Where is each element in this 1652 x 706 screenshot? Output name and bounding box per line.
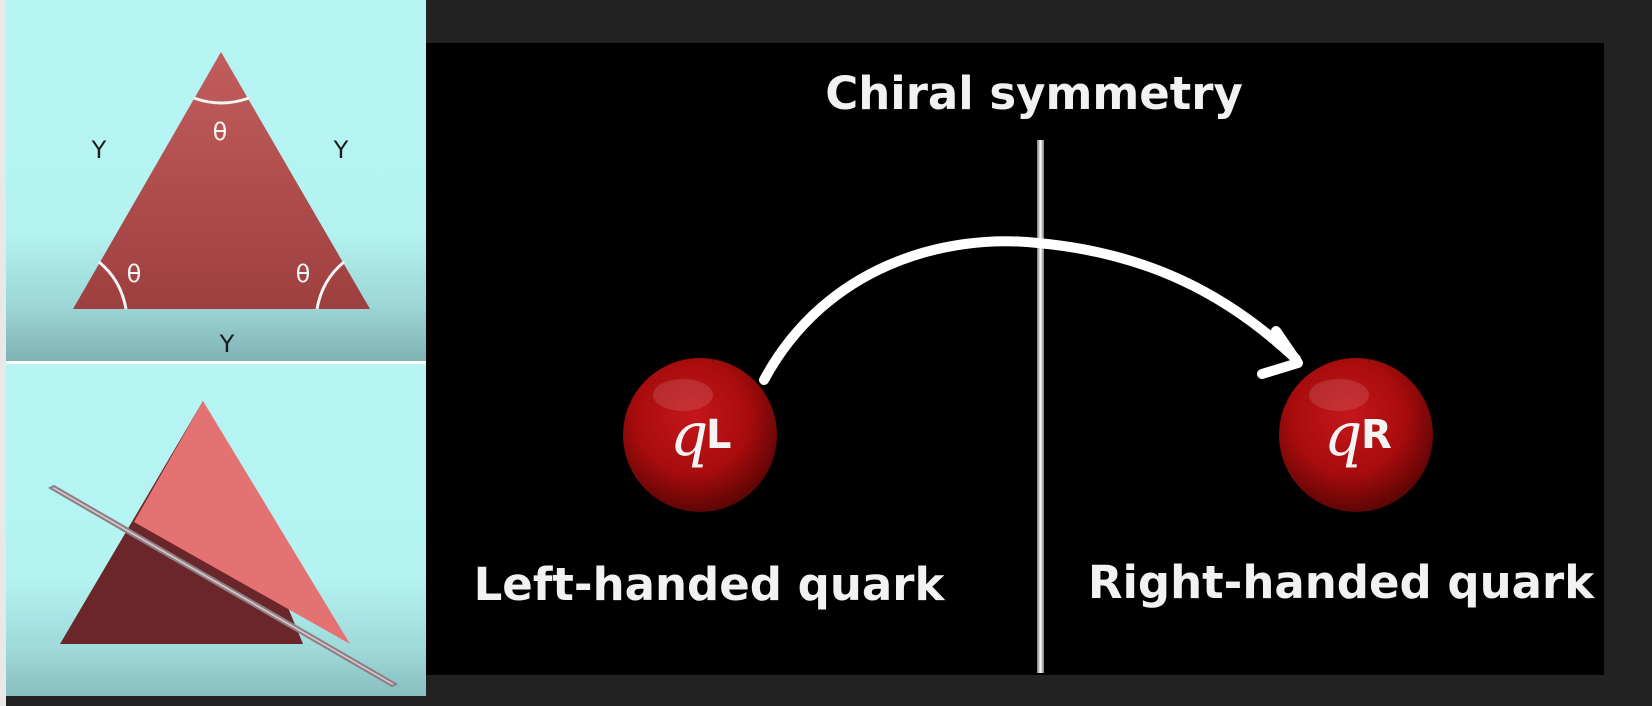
side-label-bottom: Y bbox=[219, 330, 235, 358]
left-edge bbox=[0, 0, 6, 706]
triangle-diagram-panel: θ θ θ Y Y Y bbox=[6, 0, 426, 362]
left-quark-highlight bbox=[653, 379, 713, 411]
angle-arc-left bbox=[98, 260, 128, 310]
angle-arc-right bbox=[315, 260, 345, 310]
chiral-symmetry-diagram: Chiral symmetry q L q R Left-handed quar… bbox=[474, 67, 1595, 673]
triangle-diagram: θ θ θ Y Y Y bbox=[73, 52, 370, 358]
right-quark-label: q R bbox=[1324, 400, 1392, 470]
intersecting-plane bbox=[47, 484, 399, 688]
angle-label-top: θ bbox=[213, 118, 228, 146]
left-quark-label: q L bbox=[670, 400, 732, 470]
left-quark: q L bbox=[623, 358, 777, 512]
chirality-arrow-head bbox=[1257, 326, 1303, 379]
triangle-3d-illustration bbox=[47, 401, 399, 688]
angle-arc-top bbox=[193, 96, 250, 105]
mirror-line bbox=[1037, 140, 1044, 673]
right-quark-highlight bbox=[1309, 379, 1369, 411]
slide-title: Chiral symmetry bbox=[825, 67, 1243, 120]
side-label-right: Y bbox=[333, 136, 349, 164]
angle-label-right: θ bbox=[296, 260, 311, 288]
left-quark-subscript: L bbox=[706, 412, 732, 458]
left-quark-sphere bbox=[623, 358, 777, 512]
triangle-3d-panel bbox=[6, 364, 426, 696]
right-quark: q R bbox=[1279, 358, 1433, 512]
left-quark-caption: Left-handed quark bbox=[474, 558, 946, 611]
triangle-3d-lit-face bbox=[134, 401, 350, 644]
right-quark-subscript: R bbox=[1361, 412, 1392, 458]
panel-divider bbox=[6, 361, 426, 364]
equilateral-triangle bbox=[73, 52, 370, 309]
chiral-symmetry-slide: Chiral symmetry q L q R Left-handed quar… bbox=[426, 43, 1604, 675]
right-quark-symbol: q bbox=[1324, 400, 1362, 470]
side-label-left: Y bbox=[91, 136, 107, 164]
right-quark-sphere bbox=[1279, 358, 1433, 512]
angle-label-left: θ bbox=[127, 260, 142, 288]
chirality-arrow bbox=[759, 236, 1301, 385]
right-quark-caption: Right-handed quark bbox=[1088, 556, 1595, 609]
left-quark-symbol: q bbox=[670, 400, 708, 470]
